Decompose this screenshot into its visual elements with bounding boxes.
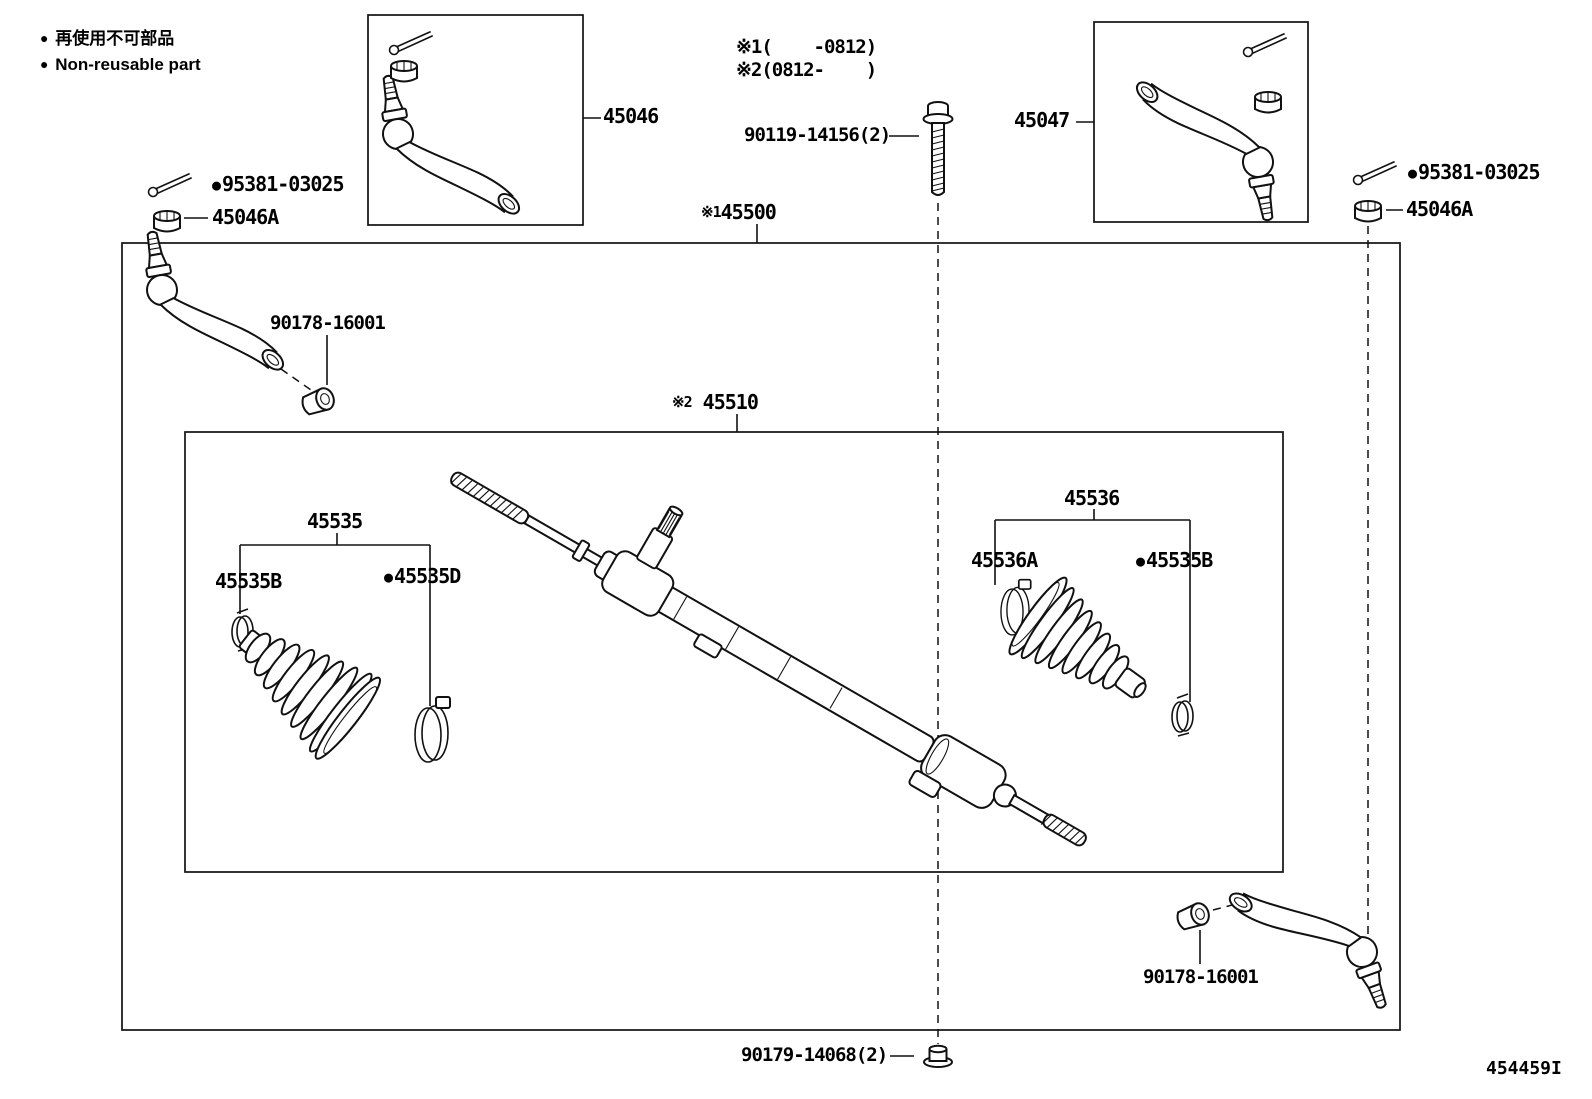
note-ref-2: ※2 (672, 393, 693, 411)
steering-boot-right-drawing (1008, 576, 1147, 699)
part-label-45535D: ●45535D (384, 564, 461, 588)
non-reusable-marker: ● (384, 568, 393, 586)
part-label-45536A: 45536A (971, 548, 1038, 572)
part-label-95381-03025-right: ●95381-03025 (1408, 160, 1540, 184)
frame-45510-box (184, 431, 1284, 873)
grommet-right-drawing (1173, 899, 1213, 934)
legend-non-reusable-jp: ● 再使用不可部品 (40, 29, 175, 48)
castle-nut-45047-box-drawing (1254, 91, 1282, 114)
boot-clamp-left-large-drawing (414, 696, 451, 763)
non-reusable-marker: ● (1136, 552, 1145, 570)
part-label-90178-16001-left: 90178-16001 (270, 312, 386, 334)
part-label-45535: 45535 (307, 509, 363, 533)
castle-nut-left-drawing (153, 210, 181, 233)
tie-rod-end-left-drawing (135, 211, 290, 395)
castle-nut-right-drawing (1354, 200, 1382, 223)
steering-boot-left-drawing (238, 629, 382, 760)
frame-45046-box (367, 14, 584, 226)
non-reusable-marker: ● (40, 30, 49, 46)
frame-45500-box (121, 242, 1401, 1031)
leader-lines (184, 117, 1403, 1057)
tie-rod-end-lower-right-drawing (1222, 849, 1398, 1047)
note-ref-1: ※1 (701, 203, 722, 221)
cotter-pin-45047-box-drawing (1240, 32, 1290, 59)
part-label-90119-14156: 90119-14156(2) (744, 124, 891, 146)
tie-rod-end-45046-drawing (371, 55, 526, 239)
part-label-45535B-right: ●45535B (1136, 548, 1213, 572)
part-label-45046A-right: 45046A (1406, 197, 1473, 221)
part-label-45500: ※145500 (701, 200, 777, 224)
figure-code: 454459I (1486, 1058, 1562, 1079)
steering-rack-drawing (450, 471, 1087, 847)
cotter-pin-45046-box-drawing (386, 30, 436, 57)
part-label-45536: 45536 (1064, 486, 1120, 510)
tie-rod-end-45047-drawing (1130, 57, 1285, 241)
part-label-90179-14068: 90179-14068(2) (741, 1044, 888, 1066)
note-applicability-2: ※2(0812- ) (736, 59, 877, 81)
non-reusable-marker: ● (1408, 164, 1417, 182)
note-applicability-1: ※1( -0812) (736, 36, 877, 58)
part-label-45535B-left: 45535B (215, 569, 282, 593)
part-label-90178-16001-right: 90178-16001 (1143, 966, 1259, 988)
non-reusable-marker: ● (212, 176, 221, 194)
part-label-95381-03025-left: ●95381-03025 (212, 172, 344, 196)
cotter-pin-left-drawing (145, 172, 195, 199)
part-label-45510: ※2 45510 (672, 390, 759, 414)
castle-nut-45046-box-drawing (390, 60, 418, 83)
cotter-pin-right-drawing (1350, 160, 1400, 187)
part-label-45046: 45046 (603, 104, 659, 128)
part-label-45046A-left: 45046A (212, 205, 279, 229)
legend-non-reusable-en: ● Non-reusable part (40, 55, 201, 74)
non-reusable-marker: ● (40, 56, 49, 72)
grommet-left-drawing (298, 384, 338, 419)
mount-bolt-drawing (922, 101, 954, 196)
lock-nut-drawing (923, 1044, 953, 1068)
part-label-45047: 45047 (1014, 108, 1070, 132)
